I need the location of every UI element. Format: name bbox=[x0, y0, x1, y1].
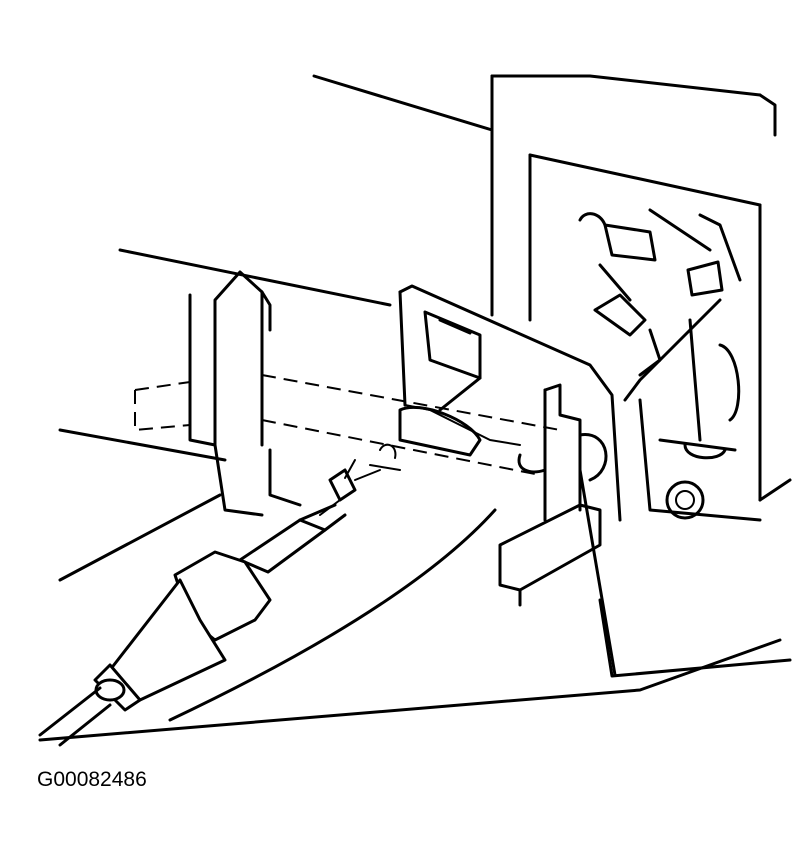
shift-plate bbox=[398, 284, 622, 522]
wiring-connector bbox=[319, 443, 401, 516]
shift-linkage-mechanism bbox=[578, 208, 762, 522]
console-body bbox=[38, 74, 792, 742]
figure-id-label: G00082486 bbox=[37, 768, 147, 791]
test-probe-tool bbox=[38, 503, 347, 747]
cable bbox=[168, 508, 497, 722]
left-mount-bracket bbox=[134, 270, 561, 517]
right-mount-bracket bbox=[498, 383, 608, 607]
